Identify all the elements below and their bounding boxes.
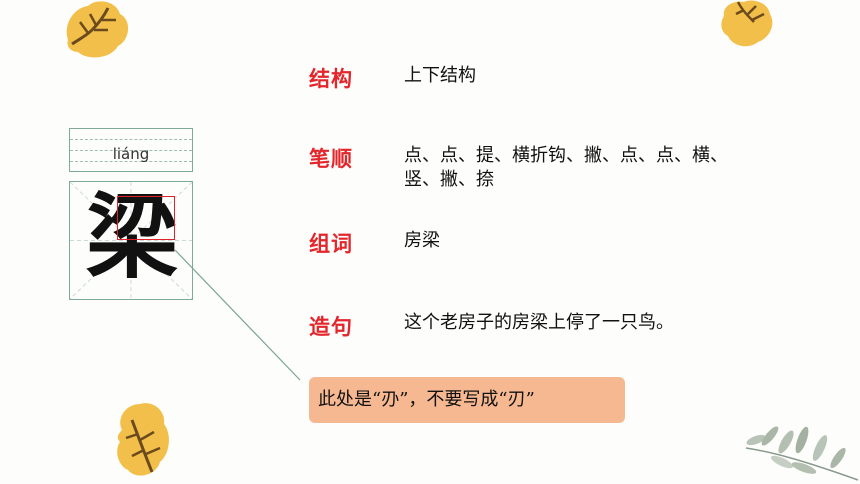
value-structure: 上下结构 xyxy=(404,65,476,86)
grid-guidelines xyxy=(70,182,192,299)
label-word: 组词 xyxy=(309,232,353,256)
value-word: 房梁 xyxy=(404,230,440,251)
character-glyph: 梁 xyxy=(85,184,178,291)
value-sentence: 这个老房子的房梁上停了一只鸟。 xyxy=(404,312,674,333)
autumn-leaf-icon xyxy=(721,0,773,47)
pinyin-text: liáng xyxy=(112,145,150,163)
label-stroke-order: 笔顺 xyxy=(309,147,353,171)
component-highlight-box xyxy=(117,196,175,240)
note-text: 此处是“刅”，不要写成“刃” xyxy=(318,389,535,410)
label-structure: 结构 xyxy=(309,67,353,91)
label-sentence: 造句 xyxy=(309,315,353,339)
autumn-leaf-icon xyxy=(117,403,169,476)
character-grid: 梁 xyxy=(69,181,193,300)
autumn-leaf-icon xyxy=(66,1,129,58)
value-stroke-order-line2: 竖、撇、捺 xyxy=(404,169,494,190)
pinyin-grid: liáng xyxy=(69,128,193,172)
olive-branch-icon xyxy=(745,426,859,481)
value-stroke-order: 点、点、提、横折钩、撇、点、点、横、 xyxy=(404,145,728,166)
note-callout: 此处是“刅”，不要写成“刃” xyxy=(309,377,625,423)
